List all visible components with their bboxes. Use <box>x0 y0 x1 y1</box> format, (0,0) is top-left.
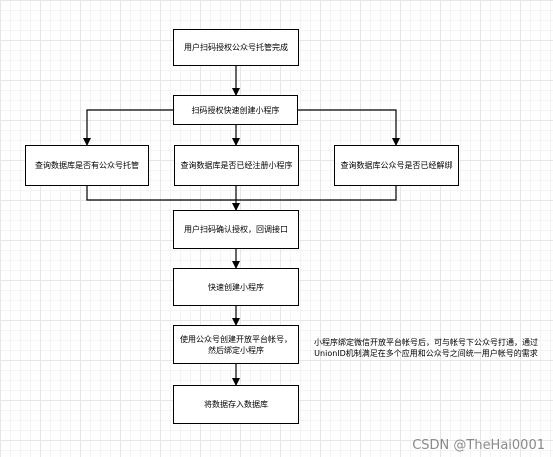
node-check-miniprogram-registered: 查询数据库是否已经注册小程序 <box>174 145 299 186</box>
edge-n2-n3a <box>83 109 173 146</box>
node-label: 查询数据库是否已经注册小程序 <box>180 161 293 170</box>
annotation-note: 小程序绑定微信开放平台帐号后，可与帐号下公众号打通，通过 UnionID机制满足… <box>305 337 547 359</box>
node-create-open-platform-account: 使用公众号创建开放平台帐号，然后绑定小程序 <box>173 325 299 364</box>
node-label: 快速创建小程序 <box>208 282 264 292</box>
node-quick-create-start: 扫码授权快速创建小程序 <box>173 95 298 125</box>
node-label: 将数据存入数据库 <box>204 400 268 409</box>
annotation-line-2: UnionID机制满足在多个应用和公众号之间统一用户帐号的需求 <box>314 349 538 358</box>
edge-n3a-merge <box>86 186 236 201</box>
node-check-mp-unbound: 查询数据库公众号是否已经解绑 <box>334 145 459 186</box>
node-label: 查询数据库是否有公众号托管 <box>35 161 139 170</box>
edge-n3c-merge <box>236 186 397 201</box>
annotation-line-1: 小程序绑定微信开放平台帐号后，可与帐号下公众号打通，通过 <box>314 338 538 347</box>
node-qr-authorize-complete: 用户扫码授权公众号托管完成 <box>173 29 299 66</box>
node-label: 用户扫码确认授权，回调接口 <box>184 225 288 234</box>
node-label: 使用公众号创建开放平台帐号，然后绑定小程序 <box>180 334 292 355</box>
node-label: 用户扫码授权公众号托管完成 <box>184 43 288 52</box>
node-label: 扫码授权快速创建小程序 <box>191 105 280 115</box>
edge-n2-n3c <box>298 109 400 146</box>
node-check-mp-hosting: 查询数据库是否有公众号托管 <box>25 145 149 186</box>
node-user-confirm-callback: 用户扫码确认授权，回调接口 <box>173 210 299 249</box>
node-quick-create-miniprogram: 快速创建小程序 <box>173 268 299 306</box>
watermark: CSDN @TheHai0001 <box>412 438 545 453</box>
node-label: 查询数据库公众号是否已经解绑 <box>340 161 453 170</box>
node-save-to-database: 将数据存入数据库 <box>173 385 299 424</box>
